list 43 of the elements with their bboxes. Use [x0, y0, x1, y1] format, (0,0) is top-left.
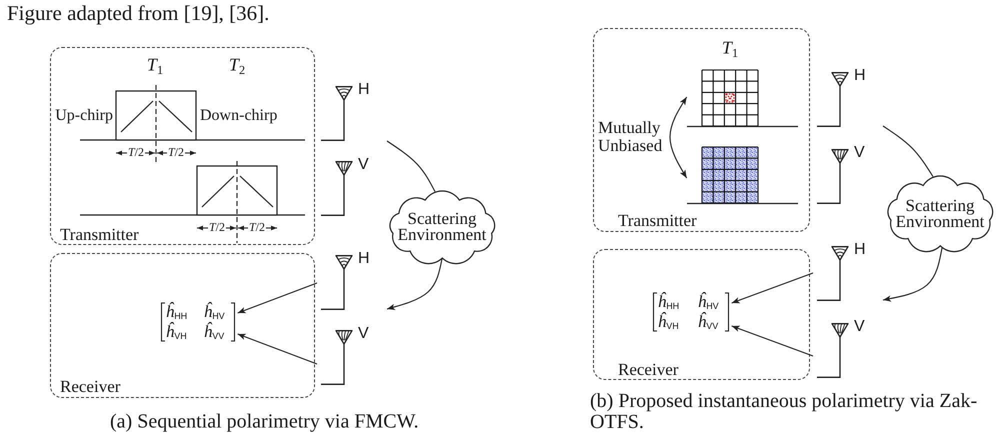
matrix-entry: ĥ$_{HH}$ [658, 292, 680, 312]
matrix-entry: ĥ$_{HV}$ [698, 292, 719, 312]
matrix-entry: ĥ$_{VH}$ [166, 322, 187, 342]
connector-line [386, 140, 436, 192]
matrix-entry: ĥ$_{VV}$ [698, 312, 718, 332]
cloud-label: Scattering Environment [896, 198, 984, 230]
double-arrow [669, 96, 688, 178]
antenna-label: H [358, 250, 370, 268]
arrow [386, 258, 443, 310]
dashed-group-box [50, 253, 315, 398]
group-label: Transmitter [618, 212, 697, 230]
group-label: Receiver [60, 378, 120, 396]
matrix-entry: ĥ$_{HH}$ [166, 302, 188, 322]
antenna-label: V [854, 318, 865, 336]
time-slot-label: T$_{1}$ [722, 38, 738, 58]
antenna-label: V [358, 156, 369, 174]
group-label: Receiver [618, 361, 678, 379]
antenna-label: V [358, 325, 369, 343]
arrow [238, 282, 318, 314]
edge-label: Mutually Unbiased [598, 119, 664, 155]
arrow [882, 248, 943, 302]
subfigure-caption: (a) Sequential polarimetry via FMCW. [110, 410, 419, 434]
antenna-label: H [854, 241, 866, 259]
chirp-label: Up-chirp [55, 106, 113, 126]
time-slot-label: T$_{2}$ [228, 54, 246, 76]
chirp-label: Down-chirp [200, 106, 278, 126]
dashed-group-box [593, 249, 810, 380]
dashed-group-box [593, 28, 810, 232]
matrix-entry: ĥ$_{VV}$ [204, 322, 224, 342]
matrix-entry: ĥ$_{VH}$ [658, 312, 679, 332]
antenna-label: H [358, 81, 370, 99]
arrow [238, 333, 318, 365]
group-label: Transmitter [60, 226, 139, 244]
figure-note: Figure adapted from [19], [36]. [7, 1, 270, 26]
arrow [732, 325, 814, 357]
time-slot-label: T$_{1}$ [146, 54, 164, 76]
connector-line [882, 126, 934, 177]
arrow [732, 272, 814, 304]
cloud-label: Scattering Environment [398, 211, 486, 243]
antenna-label: V [854, 144, 865, 162]
subfigure-caption: (b) Proposed instantaneous polarimetry via Zak-OTFS. [590, 391, 978, 433]
antenna-label: H [854, 67, 866, 85]
matrix-entry: ĥ$_{HV}$ [204, 302, 225, 322]
